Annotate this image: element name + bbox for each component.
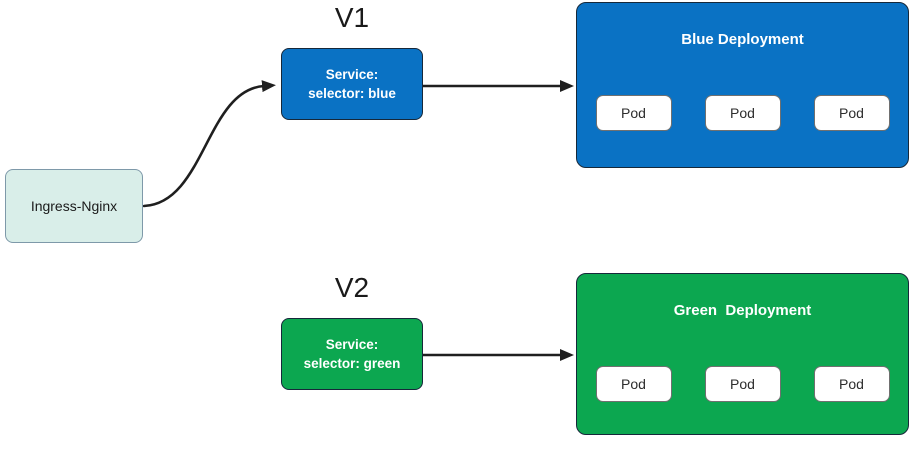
green-deployment-title: Green Deployment	[673, 302, 812, 319]
service-green-node: Service: selector: green	[281, 318, 423, 390]
service-green-selector: selector: green	[303, 356, 401, 371]
blue-deployment-pods-row: Pod Pod Pod	[577, 95, 908, 131]
service-blue-selector: selector: blue	[308, 86, 396, 101]
ingress-nginx-label: Ingress-Nginx	[30, 198, 118, 214]
version-v2-label: V2	[334, 272, 370, 303]
version-v1-label: V1	[334, 2, 370, 33]
blue-deployment-node: Blue Deployment Pod Pod Pod	[576, 2, 909, 168]
service-blue-node: Service: selector: blue	[281, 48, 423, 120]
service-green-title: Service:	[325, 337, 379, 352]
pod-node: Pod	[704, 366, 781, 402]
pod-node: Pod	[595, 366, 672, 402]
ingress-to-service-v1-arrow	[142, 80, 276, 208]
service-blue-title: Service:	[325, 67, 379, 82]
pod-node: Pod	[595, 95, 672, 131]
ingress-nginx-node: Ingress-Nginx	[5, 169, 143, 243]
pod-node: Pod	[704, 95, 781, 131]
green-deployment-node: Green Deployment Pod Pod Pod	[576, 273, 909, 435]
pod-node: Pod	[813, 366, 890, 402]
pod-node: Pod	[813, 95, 890, 131]
green-deployment-pods-row: Pod Pod Pod	[577, 366, 908, 402]
blue-deployment-title: Blue Deployment	[681, 31, 804, 48]
